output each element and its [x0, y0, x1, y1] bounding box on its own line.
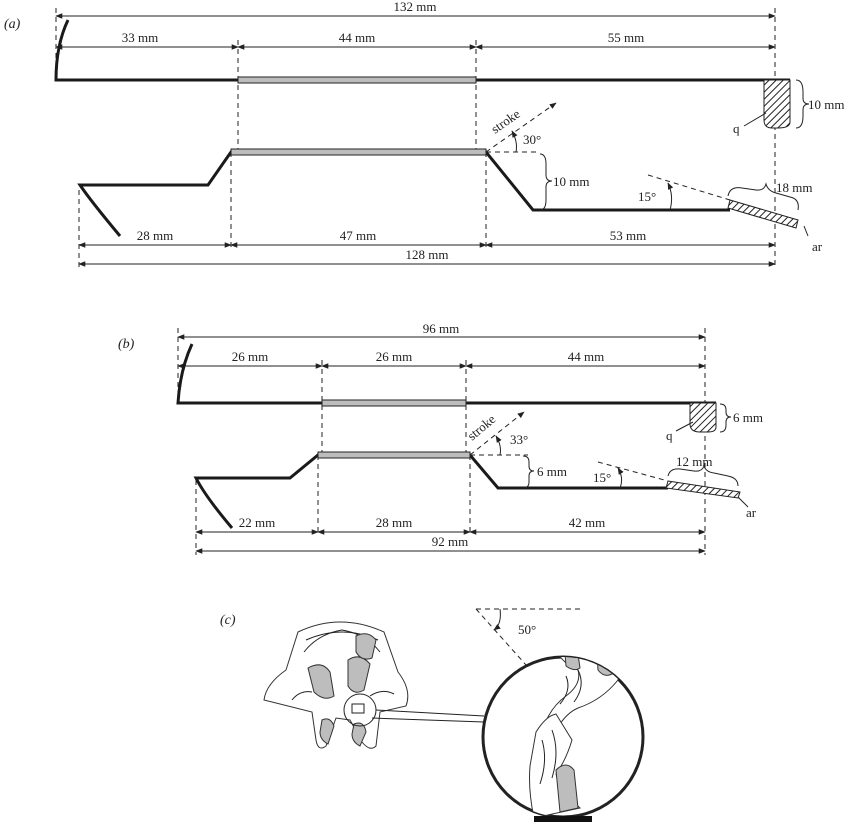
tooth-detail: [573, 669, 582, 703]
tooth-shade: [595, 657, 613, 676]
dimension-total-top: 96 mm: [423, 321, 459, 336]
skull-tooth: [351, 722, 367, 747]
panel-b: (b) 96 mm 26 mm 26 mm 44 mm 6 mm q ar 12…: [118, 321, 763, 555]
stroke-angle: 30°: [523, 132, 541, 147]
angle-50: 50°: [518, 622, 536, 637]
brace: [522, 455, 535, 489]
jaw-offset: 6 mm: [537, 464, 567, 479]
leader-line: [803, 225, 809, 237]
skull-tooth: [347, 656, 371, 693]
angle-arc: [667, 182, 674, 211]
scale-bar: [534, 816, 592, 822]
articular-length: 18 mm: [776, 180, 812, 195]
dimension-seg-top-2: 44 mm: [339, 30, 375, 45]
dimension-seg-bottom-3: 42 mm: [569, 515, 605, 530]
articular-length: 12 mm: [676, 454, 712, 469]
articular-label: ar: [812, 239, 823, 254]
angle-articular: 15°: [638, 189, 656, 204]
tooth-detail: [559, 675, 569, 705]
skull-tooth: [319, 718, 335, 745]
stroke-arrow: [469, 411, 525, 456]
stroke-angle: 33°: [510, 432, 528, 447]
articular: [665, 480, 741, 499]
skull-illustration: [263, 621, 409, 749]
panel-b-label: (b): [118, 337, 135, 352]
dimension-seg-top-3: 55 mm: [608, 30, 644, 45]
angle-guide: [597, 461, 669, 482]
skull-outline: [263, 621, 409, 749]
quadrate: [763, 79, 791, 129]
dimension-seg-bottom-2: 47 mm: [340, 228, 376, 243]
skull-detail: [291, 691, 313, 701]
dimension-total-top: 132 mm: [394, 0, 437, 14]
dimension-seg-top-2: 26 mm: [376, 349, 412, 364]
skull-tooth: [307, 664, 335, 699]
skull-tooth: [355, 633, 377, 660]
lower-jaw: [77, 150, 730, 237]
tooth-shade: [563, 657, 581, 671]
brace: [795, 79, 810, 129]
zoom-detail: [351, 703, 365, 714]
stroke-label: stroke: [488, 106, 523, 137]
zoom-connector: [375, 709, 485, 717]
height-quadrate: 6 mm: [733, 410, 763, 425]
jaw-offset: 10 mm: [553, 174, 589, 189]
dimension-seg-top-1: 33 mm: [122, 30, 158, 45]
angle-arc: [495, 435, 502, 456]
zoom-connector: [371, 717, 485, 723]
panel-a-label: (a): [4, 17, 21, 32]
dimension-seg-top-3: 44 mm: [568, 349, 604, 364]
upper-jaw: [176, 343, 716, 405]
angle-articular: 15°: [593, 470, 611, 485]
skull-detail: [369, 690, 395, 697]
tooth-shade: [555, 764, 579, 813]
dimension-seg-bottom-2: 28 mm: [376, 515, 412, 530]
stroke-label: stroke: [464, 411, 498, 443]
articular-label: ar: [746, 505, 757, 520]
dimension-seg-bottom-1: 28 mm: [137, 228, 173, 243]
quadrate-label: q: [733, 121, 740, 136]
brace: [667, 464, 739, 487]
quadrate-label: q: [666, 428, 673, 443]
panel-c: (c) 50°: [220, 608, 645, 822]
quadrate: [689, 402, 717, 433]
tooth-detail: [551, 729, 557, 779]
dimension-seg-top-1: 26 mm: [232, 349, 268, 364]
brace: [727, 182, 799, 211]
angle-arc: [493, 608, 501, 631]
dimension-total-bottom: 128 mm: [406, 247, 449, 262]
angle-arc: [511, 130, 518, 153]
leader-line: [675, 421, 694, 432]
angle-arc: [617, 467, 624, 489]
angle-guide: [647, 174, 731, 201]
lower-tooth-row: [317, 451, 471, 459]
tooth-detail: [539, 739, 546, 785]
upper-jaw: [54, 19, 790, 82]
upper-tooth-row: [321, 399, 467, 407]
brace: [539, 153, 553, 211]
leader-line: [743, 112, 767, 127]
upper-tooth-row: [237, 76, 477, 84]
dimension-seg-bottom-3: 53 mm: [610, 228, 646, 243]
dimension-total-bottom: 92 mm: [432, 534, 468, 549]
panel-c-label: (c): [220, 613, 236, 628]
leader-line: [737, 496, 749, 508]
lower-tooth-row: [230, 148, 487, 156]
dimension-seg-bottom-1: 22 mm: [239, 515, 275, 530]
height-quadrate: 10 mm: [808, 97, 844, 112]
panel-a: (a) 132 mm 33 mm 44 mm 55 mm 10 mm q ar: [4, 0, 844, 268]
brace: [719, 403, 732, 433]
articular: [727, 199, 799, 229]
